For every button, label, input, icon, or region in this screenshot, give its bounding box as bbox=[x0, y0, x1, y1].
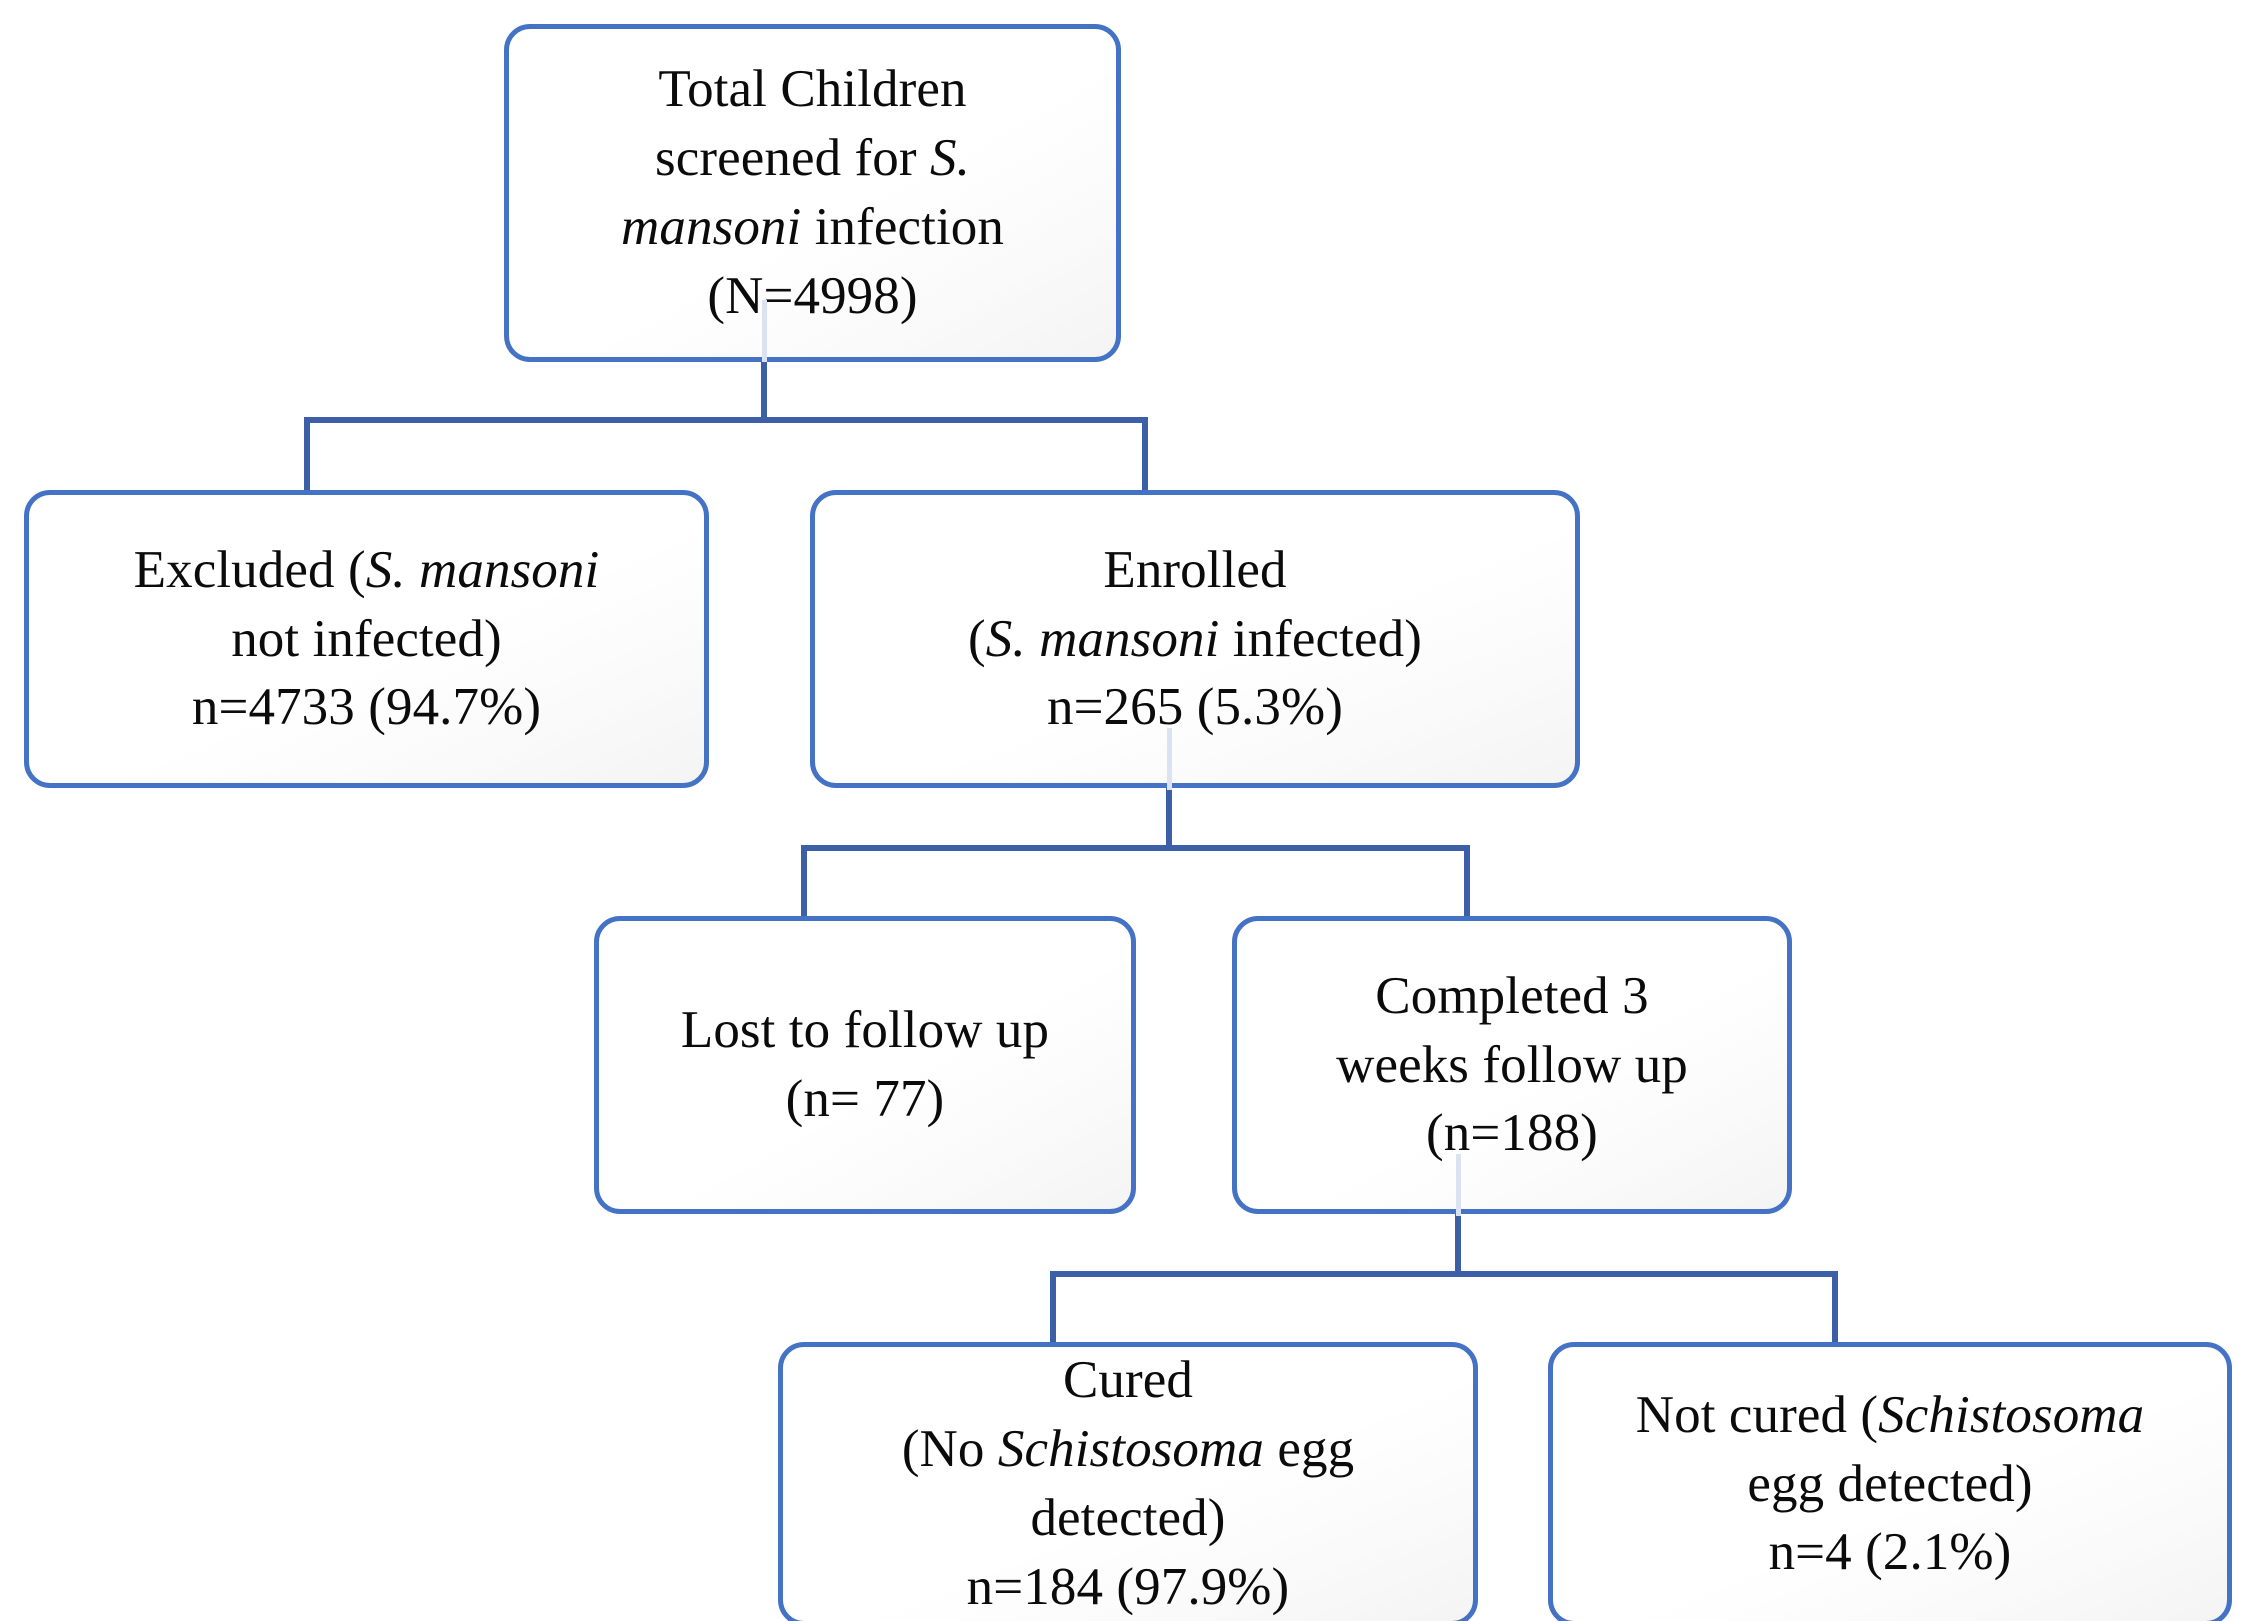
node-lost-to-follow-up-text: Lost to follow up (n= 77) bbox=[599, 996, 1131, 1134]
line-2: egg detected) bbox=[1747, 1454, 2033, 1513]
node-lost-to-follow-up[interactable]: Lost to follow up (n= 77) bbox=[594, 916, 1136, 1214]
connector-enrolled-drop bbox=[1166, 786, 1172, 848]
node-cured-text: Cured (No Schistosoma egg detected) n=18… bbox=[901, 1351, 1355, 1616]
line-3: detected) bbox=[1030, 1489, 1226, 1547]
node-not-cured-text: Not cured (Schistosoma egg detected) n=4… bbox=[1635, 1385, 2145, 1582]
line-3: (n=188) bbox=[1426, 1104, 1598, 1163]
line-1: Enrolled bbox=[1103, 540, 1287, 599]
node-total-screened[interactable]: Total Children screened for S. mansoni i… bbox=[504, 24, 1121, 362]
node-completed-followup-text: Completed 3 weeks follow up (n=188) bbox=[1237, 962, 1787, 1169]
connector-enrolled-stub bbox=[1167, 728, 1172, 790]
connector-level2-bus-bar bbox=[801, 845, 1470, 851]
line-2: not infected) bbox=[231, 609, 502, 668]
connector-to-enrolled bbox=[1142, 417, 1148, 491]
line-4: (N=4998) bbox=[707, 266, 918, 325]
node-completed-followup[interactable]: Completed 3 weeks follow up (n=188) bbox=[1232, 916, 1792, 1214]
line-1: Lost to follow up bbox=[680, 1001, 1050, 1060]
node-cured[interactable]: Cured (No Schistosoma egg detected) n=18… bbox=[778, 1342, 1478, 1621]
line-2: (n= 77) bbox=[785, 1070, 945, 1128]
line-1: Total Children bbox=[658, 60, 967, 119]
line-2: weeks follow up bbox=[1336, 1035, 1688, 1094]
connector-completed-stub bbox=[1456, 1154, 1461, 1216]
connector-level1-bus-bar bbox=[304, 417, 1148, 423]
line-1: Cured bbox=[1062, 1351, 1194, 1410]
node-total-screened-text: Total Children screened for S. mansoni i… bbox=[621, 60, 1004, 325]
connector-to-not-cured bbox=[1832, 1271, 1838, 1343]
line-1: Completed 3 bbox=[1375, 966, 1649, 1025]
connector-completed-drop bbox=[1455, 1212, 1461, 1274]
connector-to-cured bbox=[1050, 1271, 1056, 1343]
line-4: n=184 (97.9%) bbox=[966, 1557, 1290, 1616]
line-3: n=4733 (94.7%) bbox=[191, 678, 542, 737]
node-not-cured[interactable]: Not cured (Schistosoma egg detected) n=4… bbox=[1548, 1342, 2232, 1621]
line-3: n=265 (5.3%) bbox=[1046, 678, 1344, 737]
node-excluded-text: Excluded (S. mansoni not infected) n=473… bbox=[133, 540, 600, 737]
connector-to-lost bbox=[801, 845, 807, 917]
connector-level3-bus-bar bbox=[1050, 1271, 1838, 1277]
connector-to-completed bbox=[1464, 845, 1470, 917]
line-3: n=4 (2.1%) bbox=[1768, 1523, 2012, 1582]
connector-screened-stub bbox=[762, 300, 767, 362]
node-enrolled[interactable]: Enrolled (S. mansoni infected) n=265 (5.… bbox=[810, 490, 1580, 788]
connector-screened-drop bbox=[761, 358, 767, 420]
node-enrolled-text: Enrolled (S. mansoni infected) n=265 (5.… bbox=[968, 540, 1422, 737]
node-excluded[interactable]: Excluded (S. mansoni not infected) n=473… bbox=[24, 490, 709, 788]
connector-to-excluded bbox=[304, 417, 310, 491]
